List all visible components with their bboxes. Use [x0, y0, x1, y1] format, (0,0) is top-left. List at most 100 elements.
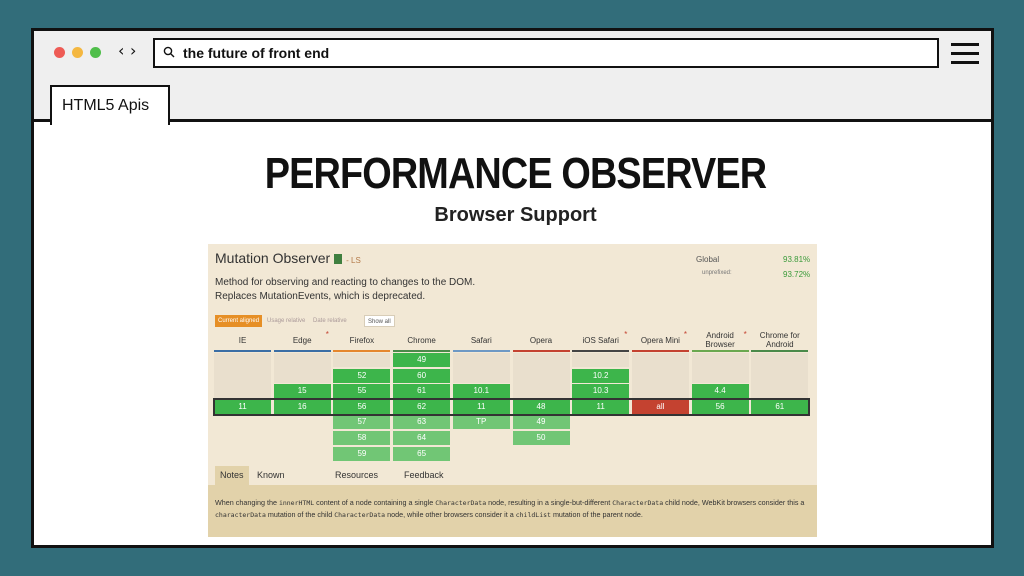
note-code: CharacterData: [334, 511, 386, 519]
note-text: content of a node containing a single: [314, 498, 436, 507]
browser-color-bar: [691, 350, 749, 352]
version-cell[interactable]: 60: [393, 368, 451, 383]
minimize-window-button[interactable]: [72, 47, 83, 58]
close-window-button[interactable]: [54, 47, 65, 58]
maximize-window-button[interactable]: [90, 47, 101, 58]
note-asterisk-icon: *: [325, 330, 329, 339]
version-cell[interactable]: 10.1: [452, 384, 510, 399]
version-cell[interactable]: 65: [393, 446, 451, 461]
tab-html5-apis[interactable]: HTML5 Apis: [50, 85, 170, 125]
slide-subtitle: Browser Support: [434, 204, 597, 226]
browser-color-bar: [751, 350, 809, 352]
description-line: Replaces MutationEvents, which is deprec…: [215, 291, 426, 302]
version-cell-empty: [273, 353, 331, 383]
browser-name: Firefox: [349, 335, 375, 345]
version-cell[interactable]: 48: [512, 399, 570, 414]
tab-known-issues[interactable]: Known issues (2): [257, 470, 285, 518]
version-cell-empty: [452, 353, 510, 383]
version-cell[interactable]: all: [631, 399, 689, 414]
browser-column-ie: IE 11: [214, 330, 271, 523]
usage-relative-button[interactable]: Usage relative: [267, 318, 306, 324]
version-cell[interactable]: 55: [333, 384, 391, 399]
version-cell[interactable]: 15: [273, 384, 331, 399]
version-cell[interactable]: 11: [452, 399, 510, 414]
version-cell[interactable]: 11: [214, 399, 271, 414]
browser-color-bar: [333, 350, 391, 352]
version-cell[interactable]: 50: [512, 431, 570, 445]
version-cell[interactable]: 49: [393, 353, 451, 367]
browser-window: ‹ › the future of front end HTML5 Apis P…: [31, 28, 994, 548]
version-cell[interactable]: TP: [452, 415, 510, 430]
browser-name: Android Browser: [705, 331, 735, 349]
tab-label: HTML5 Apis: [62, 97, 150, 114]
spec-doc-icon[interactable]: [334, 254, 343, 264]
description-line: Method for observing and reacting to cha…: [215, 277, 476, 288]
title-bar: ‹ › the future of front end HTML5 Apis: [34, 31, 991, 125]
version-cell[interactable]: 16: [273, 399, 331, 414]
note-code: CharacterData: [612, 499, 664, 507]
unprefixed-value: 93.72%: [783, 270, 811, 279]
browser-column-opera-mini: Opera Mini all: [631, 330, 689, 523]
note-code: innerHTML: [278, 499, 315, 507]
browser-name: Opera: [529, 335, 553, 345]
browser-name: Opera Mini: [640, 335, 680, 345]
version-cell[interactable]: 62: [393, 399, 451, 414]
global-value: 93.81%: [783, 255, 811, 264]
tab-resources[interactable]: Resources (5): [335, 470, 379, 499]
version-cell[interactable]: 64: [393, 431, 451, 445]
url-text: the future of front end: [183, 45, 330, 61]
version-cell[interactable]: 57: [333, 415, 391, 430]
version-cell[interactable]: 61: [393, 384, 451, 399]
version-cell[interactable]: 4.4: [691, 384, 749, 399]
current-aligned-button[interactable]: Current aligned: [215, 315, 263, 327]
feature-description: Method for observing and reacting to cha…: [215, 276, 475, 304]
date-relative-button[interactable]: Date relative: [313, 318, 347, 324]
note-code: CharacterData: [435, 499, 487, 507]
browser-color-bar: [393, 350, 451, 352]
version-cell-empty: [572, 353, 630, 367]
version-cell[interactable]: 10.3: [572, 384, 630, 399]
browser-name: Safari: [470, 335, 492, 345]
version-cell[interactable]: 58: [333, 431, 391, 445]
version-cell-empty: [512, 353, 570, 399]
version-cell-empty: [631, 353, 689, 399]
show-all-button[interactable]: Show all: [364, 315, 395, 327]
note-text: When changing the: [215, 498, 279, 507]
back-arrow-icon[interactable]: ‹: [118, 41, 125, 60]
note-text: mutation of the parent node.: [550, 510, 643, 519]
version-cell[interactable]: 63: [393, 415, 451, 430]
version-cell[interactable]: 11: [572, 399, 630, 414]
note-asterisk-icon: *: [743, 330, 747, 339]
version-cell-empty: [214, 353, 271, 399]
global-label: Global: [696, 255, 720, 264]
browser-column-chrome-for-android: Chrome for Android 61: [751, 330, 809, 523]
browser-name: Chrome: [407, 335, 436, 345]
version-cell[interactable]: 49: [512, 415, 570, 430]
caniuse-table: Mutation Observer- LS Method for observi…: [208, 244, 817, 537]
hamburger-menu-icon[interactable]: [951, 43, 979, 65]
version-cell[interactable]: 52: [333, 368, 391, 383]
version-cell-empty: [691, 353, 749, 383]
browser-color-bar: [273, 350, 331, 352]
version-cell[interactable]: 10.2: [572, 368, 630, 383]
version-cell-empty: [751, 353, 809, 399]
tab-notes[interactable]: Notes: [215, 466, 249, 485]
tab-feedback[interactable]: Feedback: [404, 470, 444, 480]
browser-color-bar: [512, 350, 570, 352]
browser-name: Chrome for Android: [759, 331, 800, 349]
unprefixed-label: unprefixed:: [702, 270, 732, 276]
version-cell[interactable]: 61: [751, 399, 809, 414]
browser-name: IE: [238, 335, 247, 345]
address-bar[interactable]: the future of front end: [153, 38, 939, 68]
version-cell[interactable]: 59: [333, 446, 391, 461]
note-asterisk-icon: *: [683, 330, 688, 339]
note-code: childList: [515, 511, 551, 519]
version-cell[interactable]: 56: [691, 399, 749, 414]
version-cell[interactable]: 56: [333, 399, 391, 414]
forward-arrow-icon[interactable]: ›: [130, 41, 137, 60]
